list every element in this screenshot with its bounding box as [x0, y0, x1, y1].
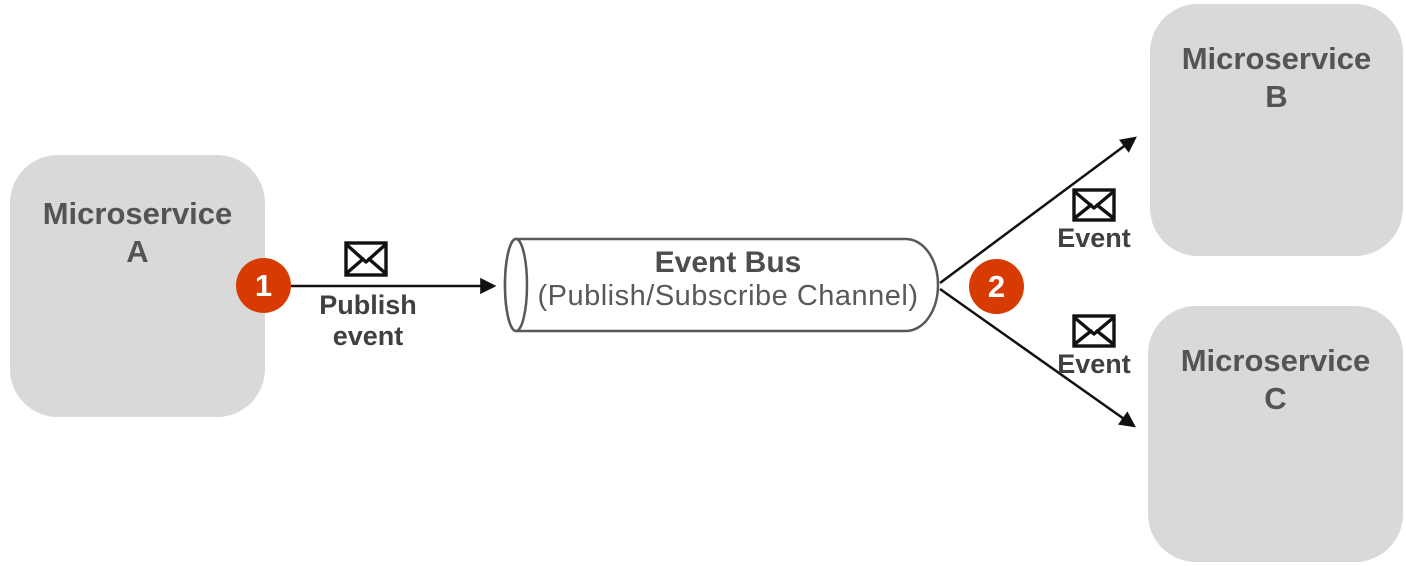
publish-event-label-line: event — [332, 321, 404, 351]
node-microservice-b: Microservice B — [1150, 4, 1403, 256]
node-label-line: Microservice — [1180, 343, 1371, 378]
node-label-line: B — [1265, 79, 1288, 114]
node-label-line: A — [126, 234, 149, 269]
step-1-badge: 1 — [236, 258, 291, 313]
node-microservice-a: Microservice A — [10, 155, 265, 417]
node-label-line: Microservice — [42, 196, 233, 231]
event-bus-label: Event Bus (Publish/Subscribe Channel) — [516, 246, 940, 313]
node-microservice-c: Microservice C — [1148, 306, 1403, 562]
event-label-b: Event — [1057, 223, 1131, 253]
publish-event-label: Publish event — [308, 290, 428, 352]
node-microservice-a-label: Microservice A — [10, 155, 265, 271]
step-2-badge: 2 — [969, 259, 1024, 314]
envelope-icon — [1072, 188, 1116, 222]
event-bus-subtitle: (Publish/Subscribe Channel) — [537, 280, 919, 312]
envelope-icon — [1072, 314, 1116, 348]
node-microservice-b-label: Microservice B — [1150, 4, 1403, 116]
node-label-line: Microservice — [1181, 41, 1372, 76]
event-label-c: Event — [1057, 349, 1131, 379]
envelope-icon — [344, 241, 388, 277]
arrow-bus-to-b — [939, 136, 1137, 285]
node-label-line: C — [1264, 381, 1287, 416]
publish-event-label-line: Publish — [319, 290, 417, 320]
node-microservice-c-label: Microservice C — [1148, 306, 1403, 418]
event-bus-title: Event Bus — [654, 246, 802, 279]
